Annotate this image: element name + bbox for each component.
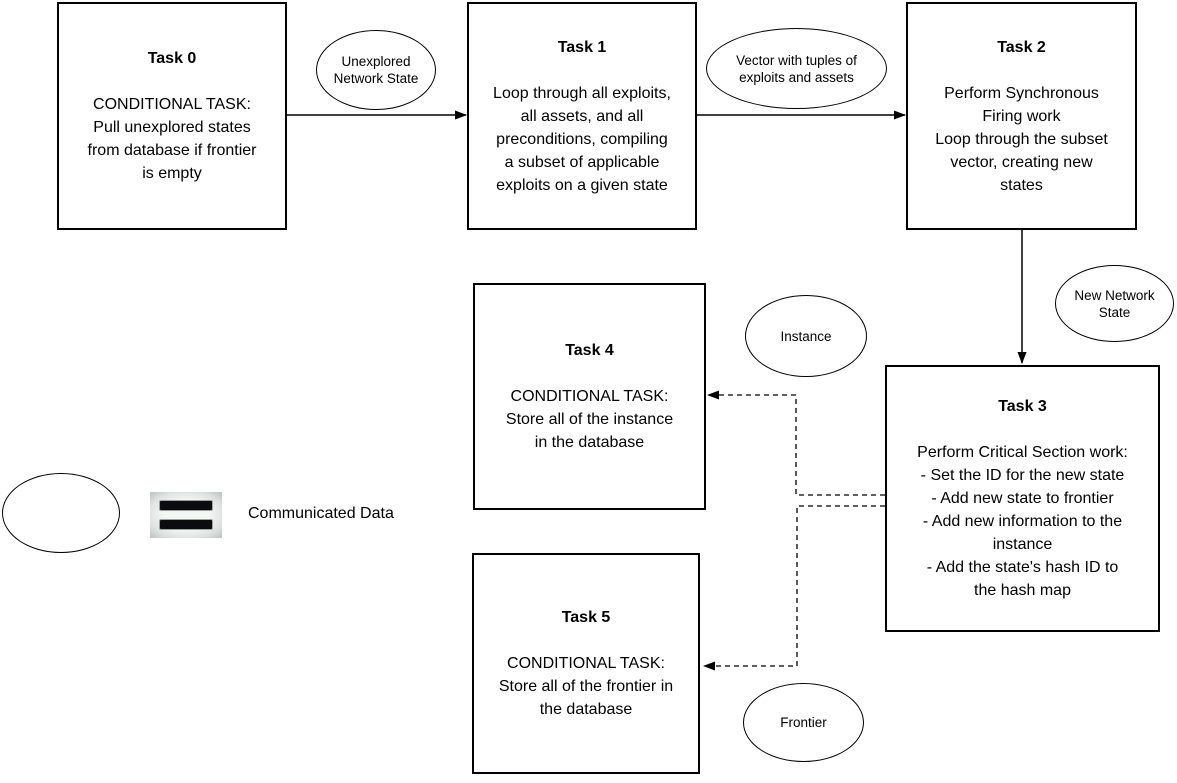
- ellipse-instance: Instance: [745, 295, 867, 377]
- task4-title: Task 4: [565, 342, 614, 359]
- ellipse-new-network-state-label: New Network State: [1074, 287, 1155, 320]
- dashed-arrow-task3-to-task4: [707, 390, 885, 496]
- ellipse-vector-tuples: Vector with tuples of exploits and asset…: [706, 28, 887, 109]
- task3-body: Perform Critical Section work: - Set the…: [917, 444, 1128, 599]
- task2-title: Task 2: [997, 38, 1046, 56]
- dashed-arrow-task3-to-task5: [703, 505, 885, 671]
- equals-icon-bar-top: [159, 500, 213, 511]
- task1-title: Task 1: [557, 38, 607, 56]
- ellipse-unexplored-network-state: Unexplored Network State: [316, 30, 436, 110]
- task1-body: Loop through all exploits, all assets, a…: [493, 84, 671, 194]
- ellipse-instance-label: Instance: [780, 328, 832, 344]
- equals-icon: [150, 492, 222, 538]
- task2-box: Task 2 Perform Synchronous Firing work L…: [906, 2, 1137, 230]
- ellipse-frontier-label: Frontier: [780, 715, 827, 730]
- task3-title: Task 3: [998, 398, 1047, 415]
- task1-box: Task 1 Loop through all exploits, all as…: [467, 2, 697, 230]
- task3-box: Task 3 Perform Critical Section work: - …: [885, 365, 1160, 632]
- task5-title: Task 5: [561, 609, 611, 626]
- ellipse-unexplored-network-state-label: Unexplored Network State: [333, 54, 419, 86]
- task0-body: CONDITIONAL TASK: Pull unexplored states…: [87, 96, 257, 182]
- ellipse-vector-tuples-label: Vector with tuples of exploits and asset…: [736, 52, 857, 85]
- task5-box: Task 5 CONDITIONAL TASK: Store all of th…: [472, 553, 700, 774]
- ellipse-frontier: Frontier: [743, 683, 864, 762]
- task2-body: Perform Synchronous Firing work Loop thr…: [935, 84, 1108, 194]
- legend-ellipse: [2, 473, 120, 553]
- task0-title: Task 0: [147, 50, 197, 67]
- task0-box: Task 0 CONDITIONAL TASK: Pull unexplored…: [57, 2, 287, 230]
- task5-body: CONDITIONAL TASK: Store all of the front…: [498, 655, 674, 718]
- legend-label: Communicated Data: [248, 505, 394, 522]
- ellipse-new-network-state: New Network State: [1055, 265, 1174, 342]
- equals-icon-bar-bottom: [159, 519, 213, 530]
- task4-body: CONDITIONAL TASK: Store all of the insta…: [505, 388, 674, 451]
- task4-box: Task 4 CONDITIONAL TASK: Store all of th…: [473, 283, 706, 510]
